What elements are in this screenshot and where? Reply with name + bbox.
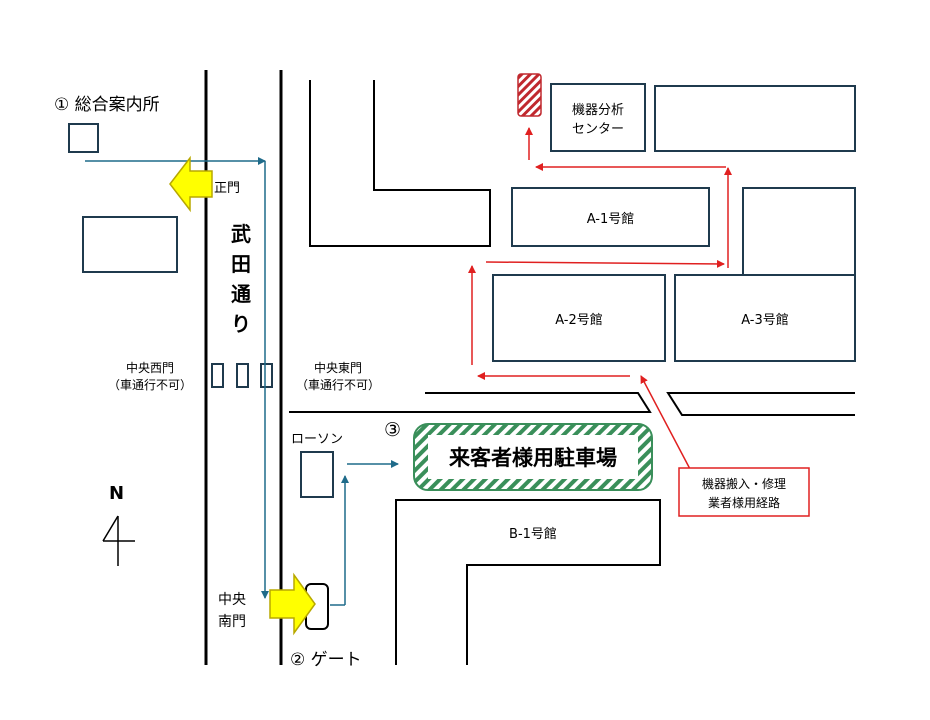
gate-pillar <box>211 363 224 388</box>
building-a2 <box>492 274 666 362</box>
building-a2-label: A-2号館 <box>555 313 603 328</box>
parking-number: ③ <box>384 419 402 441</box>
street-name-char: 武 <box>231 222 251 246</box>
parking-label: 来客者様用駐車場 <box>449 446 617 470</box>
parking-label-bg <box>428 435 638 479</box>
east-gate-note: （車通行不可） <box>295 378 380 392</box>
main-gate-label: 正門 <box>214 181 241 196</box>
road-upper-left <box>309 80 491 247</box>
analysis-center-building <box>550 83 646 152</box>
gate-label: ② ゲート <box>290 650 362 670</box>
lawson-building <box>300 451 334 498</box>
south-gate-label: 南門 <box>218 614 246 630</box>
building-east <box>742 187 856 276</box>
vendor-route <box>485 259 725 268</box>
building-a1 <box>511 187 710 247</box>
info-center-label: ① 総合案内所 <box>54 95 160 115</box>
vendor-route-label-box <box>678 467 810 517</box>
building-west <box>82 216 178 273</box>
gate-pillar <box>260 363 273 388</box>
street-name-char: 田 <box>231 252 251 276</box>
west-gate-label: 中央西門 <box>125 361 174 375</box>
road-south <box>395 499 661 665</box>
north-label: N <box>109 483 125 504</box>
building-a3 <box>674 274 856 362</box>
road-east-gate-corner <box>425 392 652 413</box>
west-gate-note: （車通行不可） <box>107 378 192 392</box>
gate-pillar <box>236 363 249 388</box>
street-name-char: り <box>231 312 251 336</box>
building-ne <box>654 85 856 152</box>
analysis-center-label: センター <box>571 122 624 137</box>
building-a1-label: A-1号館 <box>586 212 635 227</box>
analysis-center-label: 機器分析 <box>571 103 624 118</box>
vendor-route-label: 機器搬入・修理 <box>701 477 786 491</box>
info-center-building <box>68 123 99 153</box>
lawson-label: ローソン <box>291 432 344 447</box>
street-name-char: 通 <box>231 282 251 306</box>
east-gate-label: 中央東門 <box>313 361 362 375</box>
building-b1-label: B-1号館 <box>509 527 557 542</box>
yellow-arrow-icon <box>169 155 213 213</box>
south-gate-label: 中央 <box>218 592 246 608</box>
building-a3-label: A-3号館 <box>741 313 789 328</box>
north-arrow-icon <box>102 515 135 566</box>
yellow-arrow-icon <box>269 572 316 636</box>
hatched-marker-icon <box>517 73 542 117</box>
road-east <box>666 392 855 416</box>
vendor-route-label: 業者様用経路 <box>707 496 780 510</box>
